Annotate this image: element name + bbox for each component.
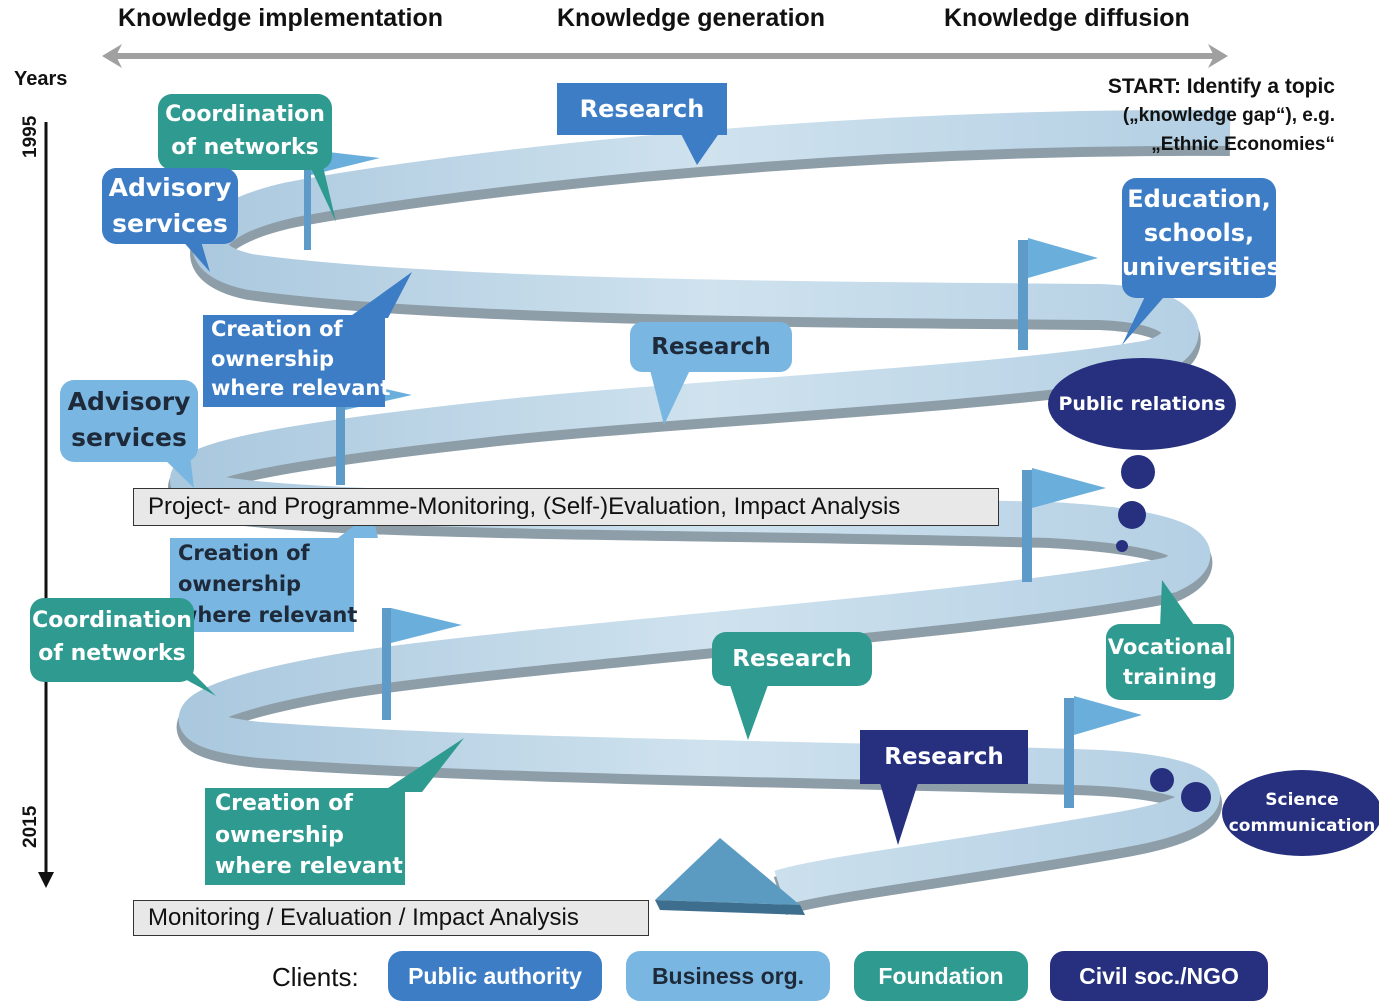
research-bubble-2: Research (630, 322, 792, 372)
start-note-line2: („knowledge gap“), e.g. (1122, 105, 1335, 126)
monitoring-box-1: Project- and Programme-Monitoring, (Self… (133, 488, 999, 526)
education-bubble: Education, schools, universities (1122, 178, 1281, 298)
phase-knowledge-implementation: Knowledge implementation (118, 4, 444, 32)
bubble-tails (160, 132, 1196, 845)
start-note-line3: „Ethnic Economies“ (1151, 134, 1335, 155)
vocational-training-bubble: Vocational training (1106, 624, 1234, 700)
timeline-arrow (38, 122, 54, 888)
coordination-bubble-2: Coordination of networks (30, 598, 194, 682)
flag-icon (1022, 468, 1106, 582)
start-note: START: Identify a topic („knowledge gap“… (1108, 72, 1335, 159)
years-label: Years (14, 68, 68, 90)
client-foundation: Foundation (854, 951, 1028, 1001)
start-note-line1: START: Identify a topic (1107, 75, 1335, 98)
creation-ownership-bubble-3: Creation of ownership where relevant (205, 788, 405, 885)
clients-label: Clients: (272, 962, 359, 992)
research-bubble-4: Research (860, 730, 1028, 784)
end-year-label: 2015 (20, 805, 41, 848)
pyramid-marker (655, 838, 805, 915)
science-communication-ellipse: Science communication (1222, 770, 1379, 856)
flag-icon (1064, 696, 1142, 808)
start-year-label: 1995 (20, 115, 41, 158)
client-public-authority: Public authority (388, 951, 602, 1001)
research-bubble-1: Research (557, 83, 727, 135)
monitoring-box-2: Monitoring / Evaluation / Impact Analysi… (133, 900, 649, 936)
research-bubble-3: Research (712, 632, 872, 686)
flag-icon (1018, 238, 1098, 350)
client-business-org: Business org. (626, 951, 830, 1001)
phase-knowledge-generation: Knowledge generation (557, 4, 826, 32)
phase-knowledge-diffusion: Knowledge diffusion (944, 4, 1190, 32)
creation-ownership-bubble-2: Creation of ownership where relevant (170, 538, 357, 632)
public-relations-ellipse: Public relations (1048, 358, 1236, 450)
coordination-bubble-1: Coordination of networks (158, 94, 332, 170)
client-civil-society-ngo: Civil soc./NGO (1050, 951, 1268, 1001)
phase-arrow (102, 44, 1228, 68)
creation-ownership-bubble-1: Creation of ownership where relevant (203, 315, 390, 407)
advisory-bubble-2: Advisory services (60, 380, 198, 462)
flags (304, 150, 1142, 808)
flag-icon (382, 608, 462, 720)
thought-dots (1116, 455, 1211, 812)
advisory-bubble-1: Advisory services (102, 168, 238, 244)
